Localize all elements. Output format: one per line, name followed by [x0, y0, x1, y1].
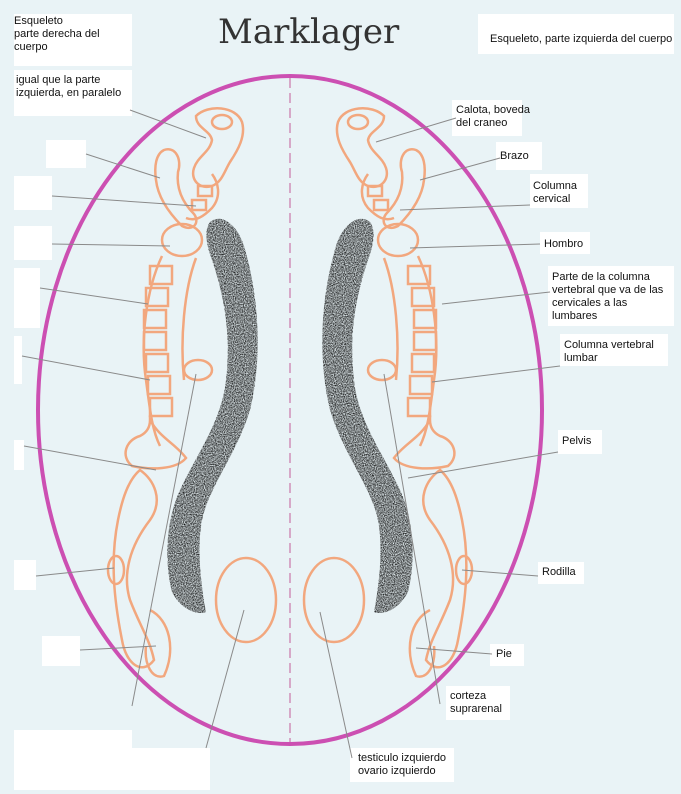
label-corteza: corteza suprarenal: [450, 690, 502, 716]
label-pie: Pie: [496, 648, 512, 661]
label-columna-media: Parte de la columna vertebral que va de …: [552, 271, 678, 323]
label-columna-cervical: Columna cervical: [533, 180, 577, 206]
arm-shape: [384, 149, 425, 228]
adrenal-shape: [184, 360, 212, 380]
leg-shape: [114, 470, 157, 667]
vertebra: [148, 376, 170, 394]
leader-line: [52, 196, 196, 206]
skull-shape: [337, 108, 387, 187]
leader-line: [36, 568, 114, 576]
vertebra: [374, 200, 388, 210]
pelvis-shape: [126, 420, 186, 468]
leader-line: [130, 110, 206, 138]
skull-inner: [348, 115, 368, 129]
leader-line: [410, 244, 540, 248]
label-rodilla: Rodilla: [542, 566, 576, 579]
pelvis-shape: [394, 420, 454, 468]
leader-line: [442, 292, 550, 304]
vertebra: [150, 398, 172, 416]
label-pelvis: Pelvis: [562, 435, 591, 448]
label-columna-lumbar: Columna vertebral lumbar: [564, 339, 672, 365]
shoulder-shape: [162, 224, 202, 256]
gonad-shape: [216, 558, 276, 642]
marrow-band-left: [167, 219, 257, 613]
leader-line: [40, 288, 148, 304]
vertebra: [414, 332, 436, 350]
skull-shape: [193, 108, 243, 187]
marrow-band-right: [322, 219, 412, 613]
leader-line: [462, 570, 538, 576]
leader-line: [400, 205, 530, 210]
vertebra: [146, 354, 168, 372]
note-left-label: igual que la parte izquierda, en paralel…: [16, 74, 136, 100]
header-right-label: Esqueleto, parte izquierda del cuerpo: [490, 33, 680, 46]
leader-line: [320, 612, 352, 758]
knee-shape: [108, 556, 124, 584]
gonad-shape: [304, 558, 364, 642]
adrenal-shape: [368, 360, 396, 380]
label-brazo: Brazo: [500, 150, 529, 163]
arm-shape: [155, 149, 196, 228]
label-hombro: Hombro: [544, 238, 583, 251]
vertebra: [408, 398, 430, 416]
leader-lines-left: [22, 110, 244, 748]
vertebra: [192, 200, 206, 210]
shoulder-shape: [378, 224, 418, 256]
vertebra: [144, 332, 166, 350]
leg-shape: [423, 470, 466, 667]
skull-inner: [212, 115, 232, 129]
leader-line: [24, 446, 156, 470]
header-left-label: Esqueleto parte derecha del cuerpo: [14, 15, 132, 54]
label-testiculo: testiculo izquierdo ovario izquierdo: [358, 752, 468, 778]
vertebra: [412, 354, 434, 372]
label-calota: Calota, boveda del craneo: [456, 104, 530, 130]
vertebra: [410, 376, 432, 394]
diagram-title: Marklager: [218, 12, 399, 52]
